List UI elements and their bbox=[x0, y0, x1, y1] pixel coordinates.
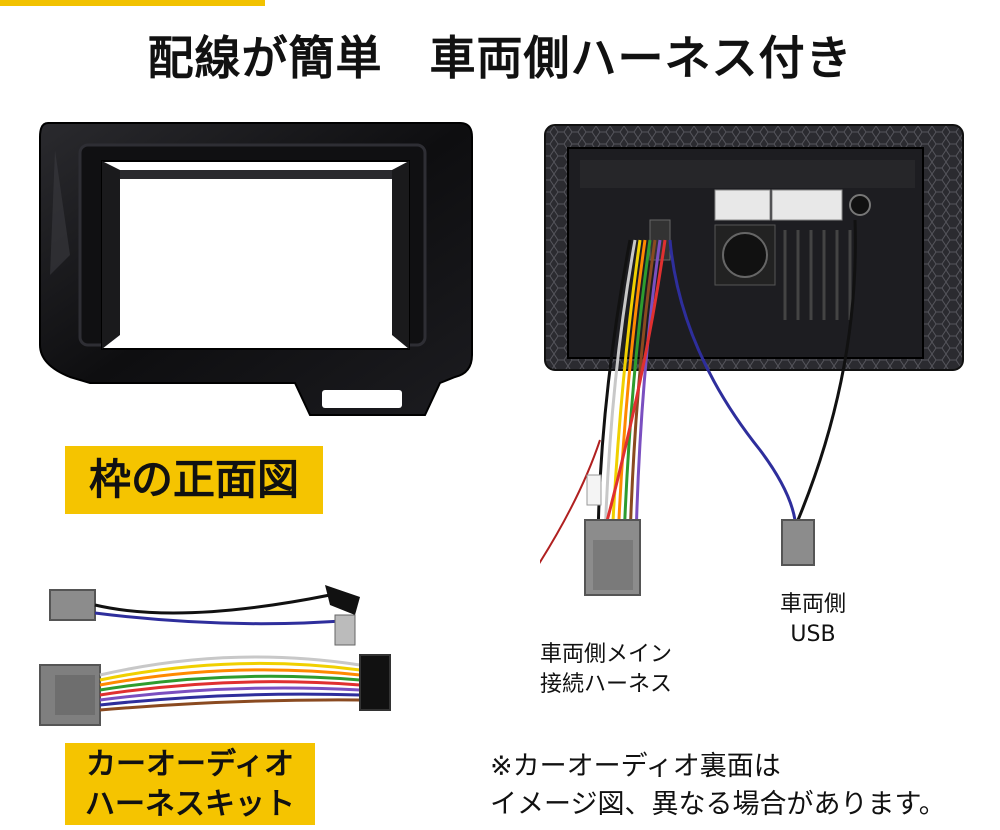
headline: 配線が簡単 車両側ハーネス付き bbox=[147, 31, 853, 85]
audio-rear-image bbox=[540, 124, 964, 596]
harness-kit-image bbox=[39, 585, 391, 726]
disclaimer-note: ※カーオーディオ裏面は イメージ図、異なる場合があります。 bbox=[490, 748, 990, 824]
note-line2: イメージ図、異なる場合があります。 bbox=[490, 789, 946, 820]
usb-caption: 車両側 USB bbox=[768, 590, 858, 650]
note-line1: ※カーオーディオ裏面は bbox=[490, 751, 781, 782]
main-caption-line2: 接続ハーネス bbox=[540, 672, 673, 697]
main-caption-line1: 車両側メイン bbox=[540, 642, 673, 667]
main-harness-caption: 車両側メイン 接続ハーネス bbox=[540, 640, 720, 700]
frame-front-image bbox=[39, 122, 473, 416]
usb-caption-line2: USB bbox=[790, 622, 836, 647]
top-accent-bar bbox=[0, 0, 265, 6]
front-view-label: 枠の正面図 bbox=[65, 446, 323, 514]
kit-label-line1: カーオーディオ bbox=[86, 747, 294, 782]
usb-caption-line1: 車両側 bbox=[779, 592, 846, 617]
harness-kit-label: カーオーディオ ハーネスキット bbox=[65, 743, 315, 825]
kit-label-line2: ハーネスキット bbox=[85, 787, 295, 822]
